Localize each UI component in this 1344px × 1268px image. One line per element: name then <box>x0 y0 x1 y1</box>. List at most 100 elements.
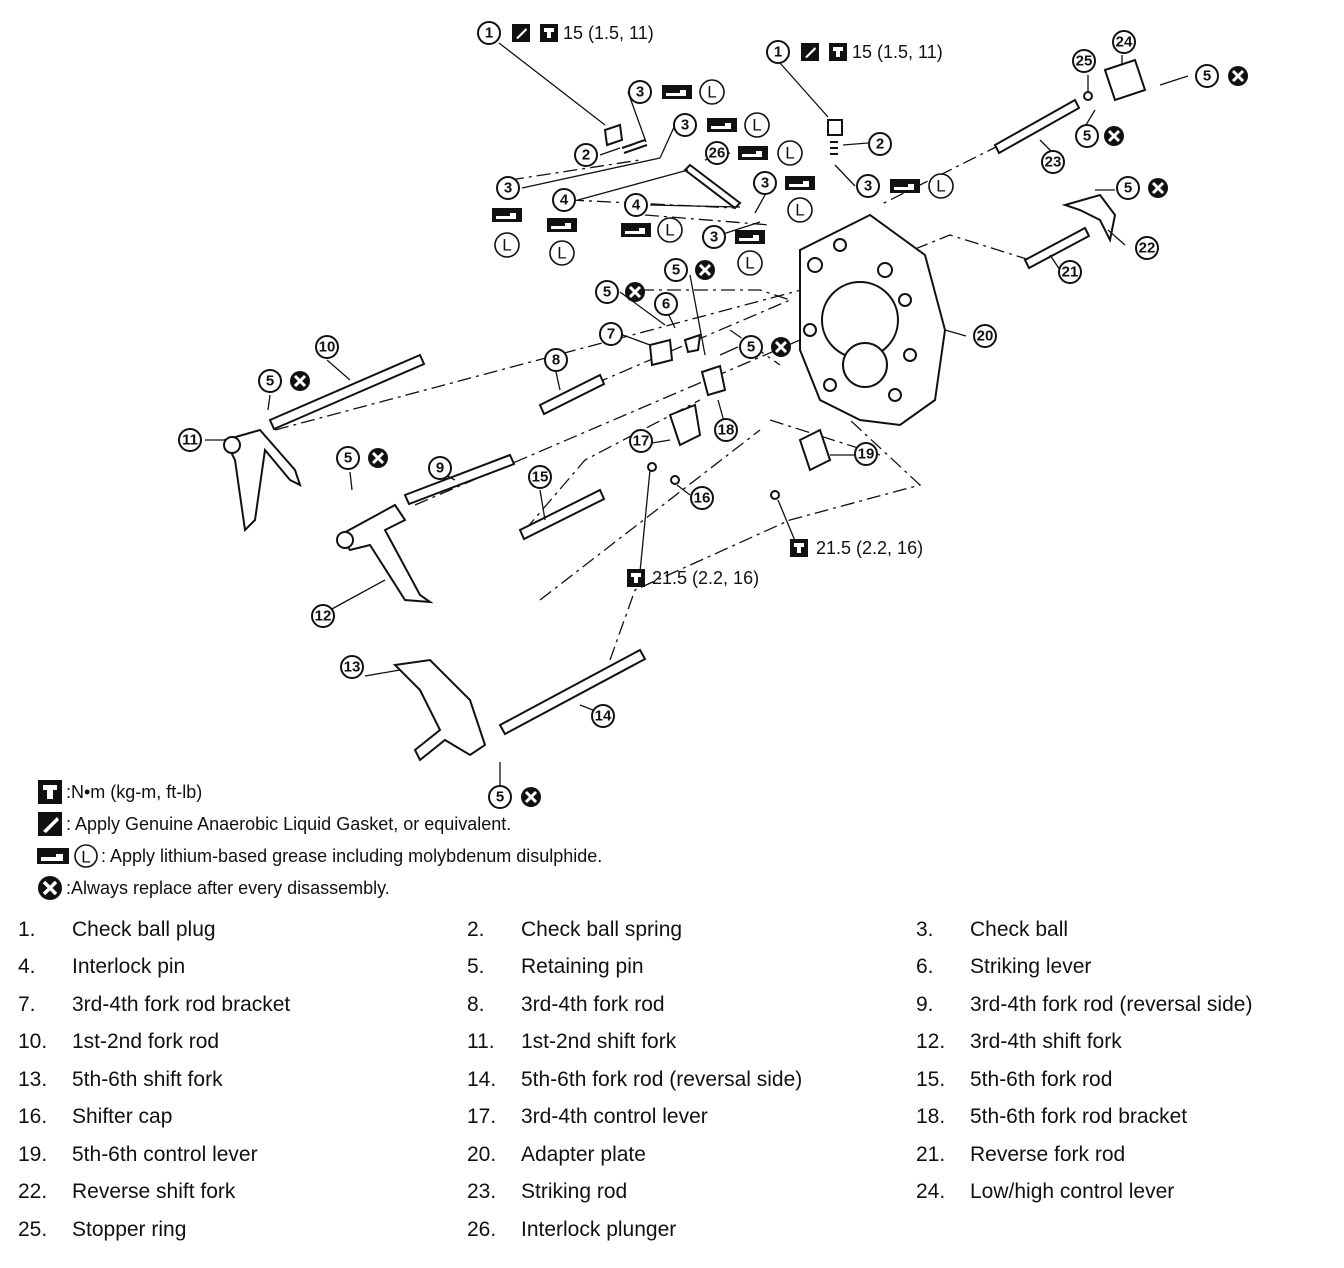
callout-22 <box>1135 236 1159 260</box>
grease-letters <box>494 79 954 276</box>
part-item: 3.Check ball <box>916 918 1069 941</box>
svg-text:5: 5 <box>1203 68 1211 85</box>
svg-text:L: L <box>502 236 511 255</box>
callout-5a <box>664 258 688 282</box>
callout-3e <box>856 174 880 198</box>
callout-25 <box>1072 49 1096 73</box>
legend-gasket: : Apply Genuine Anaerobic Liquid Gasket,… <box>36 811 511 837</box>
svg-text:10: 10 <box>319 339 336 356</box>
svg-text:15: 15 <box>532 469 549 486</box>
callout-14 <box>591 704 615 728</box>
callout-7 <box>599 322 623 346</box>
callout-5c <box>739 335 763 359</box>
svg-text:20: 20 <box>977 328 994 345</box>
svg-text:5: 5 <box>1083 128 1091 145</box>
legend-replace-text: :Always replace after every disassembly. <box>66 878 390 898</box>
callout-11 <box>178 428 202 452</box>
shift-forks <box>223 193 1117 762</box>
callout-19 <box>854 442 878 466</box>
gasket-torque-icons <box>512 24 847 587</box>
svg-text:L: L <box>745 254 754 273</box>
svg-text:9: 9 <box>436 460 444 477</box>
svg-text:6: 6 <box>662 296 670 313</box>
part-item: 20.Adapter plate <box>467 1143 646 1166</box>
part-item: 1.Check ball plug <box>18 918 216 941</box>
svg-text:L: L <box>785 144 794 163</box>
svg-text:5: 5 <box>747 339 755 356</box>
callout-5e <box>336 446 360 470</box>
svg-text:5: 5 <box>672 262 680 279</box>
svg-text:18: 18 <box>718 422 735 439</box>
svg-text:2: 2 <box>876 136 884 153</box>
callout-26 <box>705 141 729 165</box>
part-item: 5.Retaining pin <box>467 955 644 978</box>
torque-label-left: 15 (1.5, 11) <box>563 23 654 43</box>
callout-23 <box>1041 150 1065 174</box>
part-item: 16.Shifter cap <box>18 1105 173 1128</box>
callout-9 <box>428 456 452 480</box>
torque-label-17: 21.5 (2.2, 16) <box>652 568 759 588</box>
part-item: 6.Striking lever <box>916 955 1092 978</box>
callout-5g <box>1195 64 1219 88</box>
callout-3f <box>702 225 726 249</box>
part-item: 13.5th-6th shift fork <box>18 1068 223 1091</box>
callout-17 <box>629 429 653 453</box>
callout-2b <box>868 132 892 156</box>
svg-text:3: 3 <box>864 178 872 195</box>
svg-text:25: 25 <box>1076 53 1093 70</box>
callout-4b <box>624 193 648 217</box>
callout-3d <box>753 171 777 195</box>
svg-text:7: 7 <box>607 326 615 343</box>
svg-text:3: 3 <box>761 175 769 192</box>
svg-text:5: 5 <box>344 450 352 467</box>
part-item: 24.Low/high control lever <box>916 1180 1175 1203</box>
part-item: 4.Interlock pin <box>18 955 186 978</box>
legend-grease-text: : Apply lithium-based grease including m… <box>101 846 603 866</box>
svg-text:L: L <box>81 848 90 867</box>
svg-text:5: 5 <box>603 284 611 301</box>
part-item: 10.1st-2nd fork rod <box>18 1030 220 1053</box>
callout-5f <box>1116 176 1140 200</box>
svg-text:3: 3 <box>504 180 512 197</box>
part-item: 14.5th-6th fork rod (reversal side) <box>467 1068 803 1091</box>
callout-20 <box>973 324 997 348</box>
part-item: 12.3rd-4th shift fork <box>916 1030 1122 1053</box>
callout-3a <box>628 80 652 104</box>
part-item: 18.5th-6th fork rod bracket <box>916 1105 1188 1128</box>
part-item: 19.5th-6th control lever <box>18 1143 258 1166</box>
grease-letter-icon: L <box>74 844 98 868</box>
callout-numbers <box>178 21 1219 809</box>
svg-text:14: 14 <box>595 708 612 725</box>
svg-text:L: L <box>795 201 804 220</box>
callout-5b <box>595 280 619 304</box>
part-item: 21.Reverse fork rod <box>916 1143 1126 1166</box>
legend-grease: L : Apply lithium-based grease including… <box>36 843 602 869</box>
svg-text:4: 4 <box>560 192 569 209</box>
gasket-icon <box>38 812 62 836</box>
adapter-plate <box>799 213 947 427</box>
torque-icon <box>38 780 62 804</box>
svg-text:L: L <box>665 221 674 240</box>
replace-icon <box>38 876 62 900</box>
svg-text:3: 3 <box>681 117 689 134</box>
part-item: 11.1st-2nd shift fork <box>467 1030 677 1053</box>
svg-text:17: 17 <box>633 433 650 450</box>
callout-3c <box>496 176 520 200</box>
callout-10 <box>315 335 339 359</box>
callout-8 <box>544 348 568 372</box>
part-item: 2.Check ball spring <box>467 918 683 941</box>
svg-text:22: 22 <box>1139 240 1156 257</box>
fork-rods <box>268 98 1091 736</box>
legend-replace: :Always replace after every disassembly. <box>36 875 390 901</box>
svg-text:21: 21 <box>1062 264 1079 281</box>
svg-text:8: 8 <box>552 352 560 369</box>
svg-text:3: 3 <box>636 84 644 101</box>
svg-text:16: 16 <box>694 490 711 507</box>
torque-label-right: 15 (1.5, 11) <box>852 42 943 62</box>
part-item: 26.Interlock plunger <box>467 1218 677 1241</box>
callout-6 <box>654 292 678 316</box>
svg-text:L: L <box>707 83 716 102</box>
svg-text:3: 3 <box>710 229 718 246</box>
callout-5h <box>1075 124 1099 148</box>
svg-text:5: 5 <box>496 789 504 806</box>
